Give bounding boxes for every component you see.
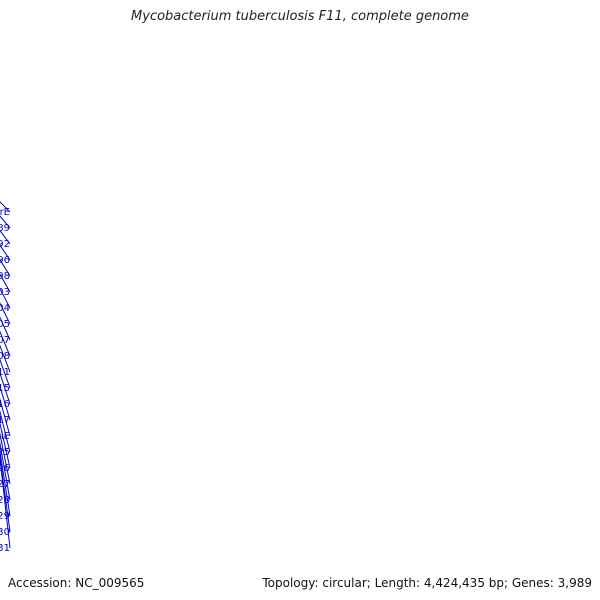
- gene-label[interactable]: TBFG_10431: [0, 543, 10, 554]
- gene-label[interactable]: TBFG_10408: [0, 351, 10, 362]
- gene-labels: TBFG_10390TBFG_10391purTTBFG_10394TBFG_1…: [0, 201, 11, 554]
- gene-label[interactable]: TBFG_10429: [0, 511, 10, 522]
- gene-label[interactable]: thiE: [0, 431, 10, 442]
- gene-label[interactable]: pyrE: [0, 207, 10, 218]
- label-leader-line: [0, 344, 11, 373]
- gene-label[interactable]: TBFG_10426: [0, 463, 10, 474]
- gene-label[interactable]: TBFG_10389: [0, 223, 10, 234]
- gene-label[interactable]: TBFG_10425: [0, 447, 10, 458]
- gene-label[interactable]: TBFG_10403: [0, 287, 10, 298]
- gene-label[interactable]: TBFG_10392: [0, 239, 10, 250]
- gene-label[interactable]: TBFG_10405: [0, 319, 10, 330]
- gene-label[interactable]: TBFG_10407: [0, 335, 10, 346]
- label-leader-line: [0, 258, 11, 277]
- gene-label[interactable]: TBFG_10430: [0, 527, 10, 538]
- label-leader-line: [0, 421, 11, 469]
- topology-info: Topology: circular; Length: 4,424,435 bp…: [262, 576, 592, 590]
- map-title: Mycobacterium tuberculosis F11, complete…: [131, 9, 469, 24]
- accession-text: Accession: NC_009565: [8, 576, 145, 590]
- label-leader-line: [0, 215, 11, 229]
- gene-label[interactable]: TBFG_10404: [0, 303, 10, 314]
- gene-label[interactable]: TBFG_10417: [0, 415, 10, 426]
- gene-label[interactable]: TBFG_10396: [0, 255, 10, 266]
- label-leader-line: [0, 201, 11, 213]
- gene-label[interactable]: TBFG_10398: [0, 271, 10, 282]
- label-leader-line: [0, 244, 11, 261]
